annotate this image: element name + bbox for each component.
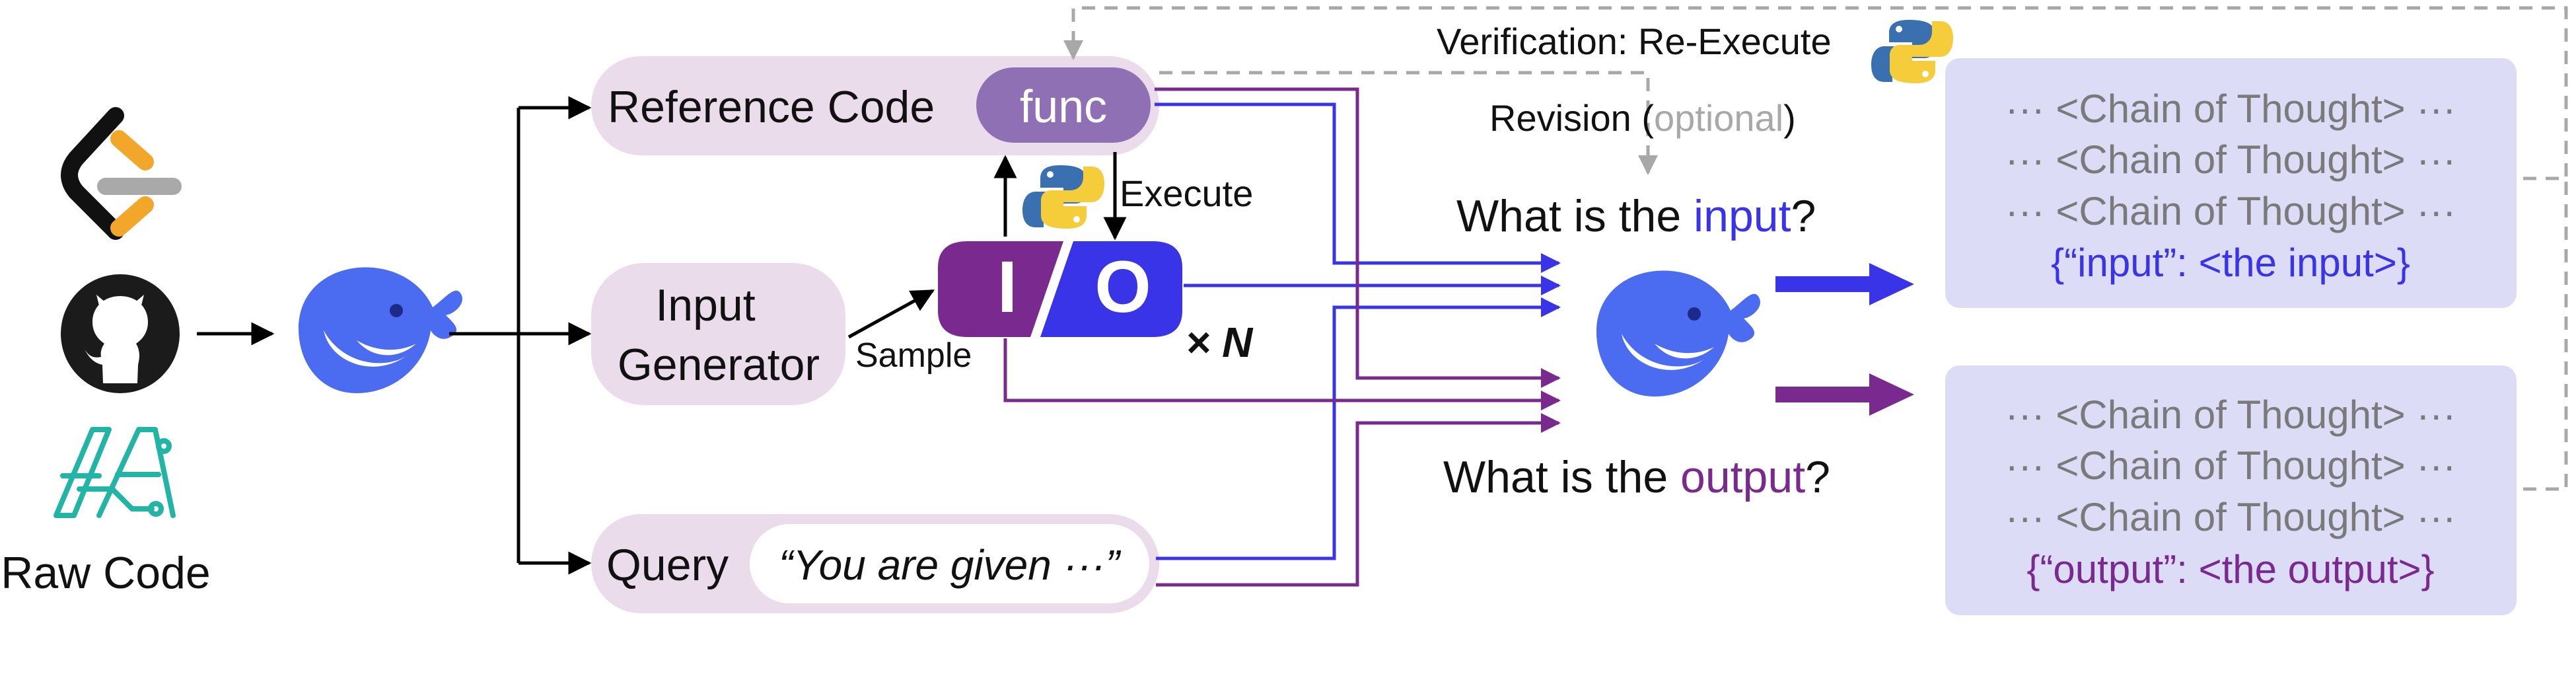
func-label: func	[1020, 81, 1107, 132]
revision-label: Revision (optional)	[1489, 97, 1796, 139]
input-generator-node: Input Generator	[591, 263, 845, 405]
io-multiplier: × N	[1186, 319, 1254, 366]
func-to-output-question-line	[1155, 87, 1561, 388]
output-answer-arrow	[1775, 373, 1914, 416]
query-to-input-question-line	[1156, 297, 1561, 560]
input-question: What is the input?	[1456, 191, 1816, 241]
input-generator-line2: Generator	[618, 340, 820, 390]
func-to-input-question-line	[1155, 102, 1561, 273]
query-text: “You are given ···”	[779, 541, 1121, 589]
input-cot-line-3: ··· <Chain of Thought> ···	[2005, 189, 2456, 233]
io-box: I O	[938, 241, 1182, 337]
output-result: {“output”: <the output>}	[2026, 547, 2434, 591]
reference-code-node: Reference Code func	[591, 56, 1159, 155]
query-label: Query	[606, 540, 729, 590]
deepseek-whale-icon-2	[1596, 270, 1760, 397]
deepseek-whale-icon	[299, 267, 462, 393]
input-result: {“input”: <the input>}	[2051, 241, 2410, 285]
revision-dashed-line	[1159, 71, 1658, 175]
raw-code-label: Raw Code	[1, 548, 211, 598]
input-to-output-question-line	[1003, 338, 1561, 410]
reference-code-label: Reference Code	[608, 82, 935, 132]
python-icon-verification	[1871, 20, 1953, 83]
input-cot-line-2: ··· <Chain of Thought> ···	[2005, 137, 2456, 182]
query-node: Query “You are given ···”	[591, 514, 1159, 613]
output-cot-line-1: ··· <Chain of Thought> ···	[2005, 393, 2456, 437]
verification-label: Verification: Re-Execute	[1437, 20, 1832, 62]
input-cot-box: ··· <Chain of Thought> ··· ··· <Chain of…	[1945, 58, 2517, 308]
input-generator-line1: Input	[655, 280, 755, 330]
sample-label: Sample	[855, 336, 972, 375]
io-output-half	[1040, 241, 1182, 337]
codealpaca-icon	[54, 427, 176, 518]
input-cot-line-1: ··· <Chain of Thought> ···	[2005, 87, 2456, 131]
query-to-output-question-line	[1156, 413, 1561, 587]
output-cot-box: ··· <Chain of Thought> ··· ··· <Chain of…	[1945, 365, 2517, 615]
func-pill	[976, 67, 1151, 143]
python-icon	[1022, 165, 1104, 229]
io-input-half	[938, 241, 1063, 337]
output-question: What is the output?	[1443, 452, 1830, 502]
verification-dashed-line-lower	[2523, 178, 2568, 491]
query-text-pill	[750, 524, 1149, 603]
verification-dashed-line	[1063, 6, 2568, 180]
output-cot-line-3: ··· <Chain of Thought> ···	[2005, 495, 2456, 539]
execute-label: Execute	[1120, 172, 1253, 214]
io-input-letter: I	[997, 246, 1018, 328]
input-answer-arrow	[1775, 263, 1914, 305]
leetcode-icon	[61, 107, 182, 240]
io-output-letter: O	[1094, 246, 1151, 328]
sample-arrow	[847, 289, 935, 339]
output-cot-line-2: ··· <Chain of Thought> ···	[2005, 443, 2456, 488]
github-icon	[61, 274, 180, 393]
